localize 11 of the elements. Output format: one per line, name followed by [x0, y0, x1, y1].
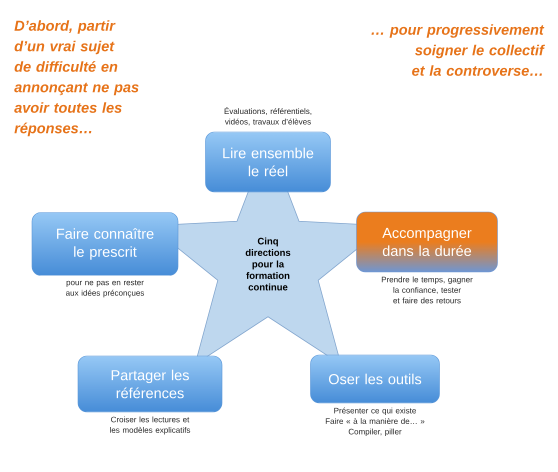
- direction-box: Oser les outils: [310, 354, 440, 404]
- node-label: Présenter ce qui existe Faire « à la manière de… » Compiler, piller: [326, 407, 424, 436]
- node-label: Évaluations, référentiels, vidéos, travaux d’élèves: [224, 107, 312, 126]
- direction-box: Faire connaître le prescrit: [32, 212, 178, 276]
- note-text: D’abord, partir d’un vrai sujet de difficulté en annonçant ne pas avoir toutes les réponses…: [14, 20, 139, 136]
- direction-box: Accompagner dans la durée: [356, 212, 498, 272]
- node-label: Croiser les lectures et les modèles explicatifs: [110, 416, 190, 434]
- note-text: … pour progressivement soigner le collectif et la controverse…: [372, 24, 545, 76]
- direction-box: Lire ensemble le réel: [205, 132, 331, 192]
- node-label: pour ne pas en rester aux idées préconçues: [66, 280, 144, 298]
- direction-box: Partager les références: [78, 356, 222, 412]
